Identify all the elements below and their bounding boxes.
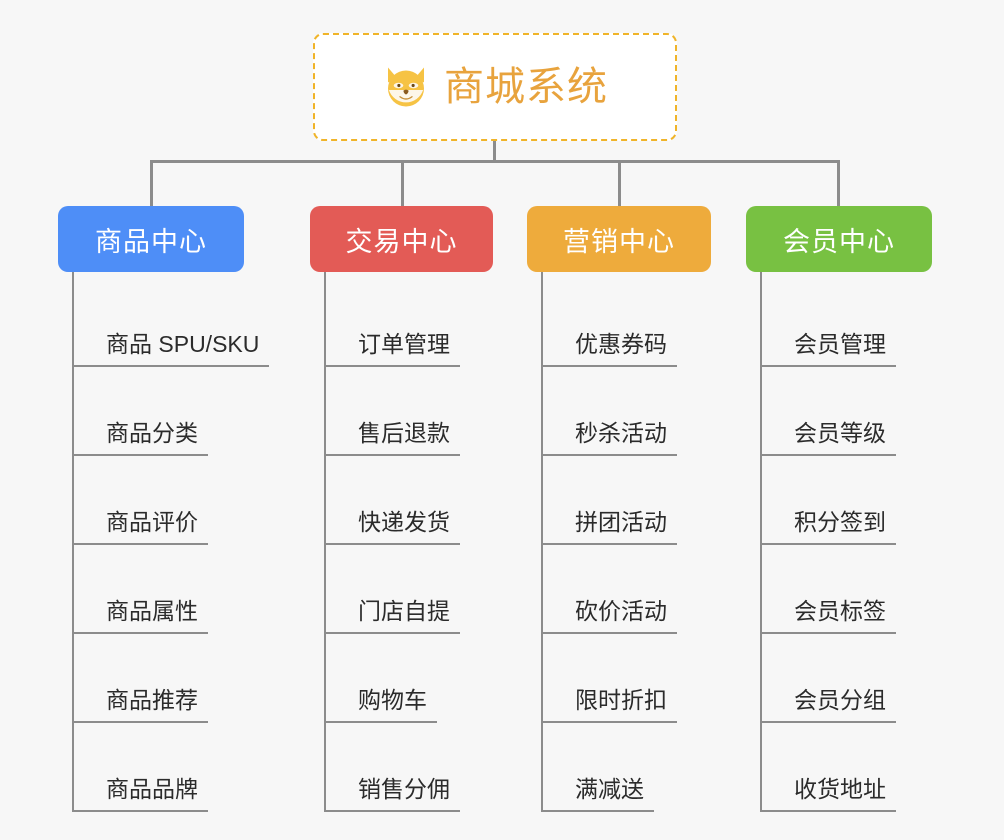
branch-body-member-center: 会员管理 会员等级 积分签到 会员标签 会员分组 收货地址 [760, 272, 932, 812]
branch-header-product-center[interactable]: 商品中心 [58, 206, 244, 272]
branch-header-label: 商品中心 [95, 226, 207, 257]
list-item[interactable]: 快递发货 [324, 456, 493, 545]
leaf-label: 商品 SPU/SKU [72, 331, 270, 367]
leaf-label: 限时折扣 [541, 687, 677, 723]
leaf-label: 秒杀活动 [541, 420, 677, 456]
list-item[interactable]: 砍价活动 [541, 545, 711, 634]
leaf-label: 商品属性 [72, 598, 208, 634]
list-item[interactable]: 会员管理 [760, 278, 932, 367]
leaf-label: 砍价活动 [541, 598, 677, 634]
branch-header-marketing-center[interactable]: 营销中心 [527, 206, 711, 272]
list-item[interactable]: 购物车 [324, 634, 493, 723]
leaf-label: 会员等级 [760, 420, 896, 456]
list-item[interactable]: 商品品牌 [72, 723, 244, 812]
leaf-label: 门店自提 [324, 598, 460, 634]
leaf-label: 订单管理 [324, 331, 460, 367]
list-item[interactable]: 积分签到 [760, 456, 932, 545]
list-item[interactable]: 秒杀活动 [541, 367, 711, 456]
list-item[interactable]: 商品推荐 [72, 634, 244, 723]
connector-horizontal-bus [150, 160, 840, 163]
list-item[interactable]: 满减送 [541, 723, 711, 812]
branch-body-trade-center: 订单管理 售后退款 快递发货 门店自提 购物车 销售分佣 [324, 272, 493, 812]
branch-header-label: 交易中心 [345, 226, 458, 257]
leaf-label: 会员管理 [760, 331, 896, 367]
list-item[interactable]: 销售分佣 [324, 723, 493, 812]
list-item[interactable]: 商品属性 [72, 545, 244, 634]
branch-body-marketing-center: 优惠券码 秒杀活动 拼团活动 砍价活动 限时折扣 满减送 [541, 272, 711, 812]
leaf-label: 会员分组 [760, 687, 896, 723]
leaf-label: 商品推荐 [72, 687, 208, 723]
list-item[interactable]: 优惠券码 [541, 278, 711, 367]
leaf-label: 销售分佣 [324, 776, 460, 812]
leaf-label: 满减送 [541, 776, 654, 812]
list-item[interactable]: 门店自提 [324, 545, 493, 634]
leaf-label: 积分签到 [760, 509, 896, 545]
list-item[interactable]: 限时折扣 [541, 634, 711, 723]
branch-column-marketing-center: 营销中心 优惠券码 秒杀活动 拼团活动 砍价活动 限时折扣 满减送 [527, 206, 711, 812]
root-node[interactable]: 商城系统 [313, 33, 677, 141]
connector-drop-4 [837, 160, 840, 208]
list-item[interactable]: 收货地址 [760, 723, 932, 812]
connector-drop-2 [401, 160, 404, 208]
leaf-label: 快递发货 [324, 509, 460, 545]
list-item[interactable]: 拼团活动 [541, 456, 711, 545]
list-item[interactable]: 订单管理 [324, 278, 493, 367]
branch-column-product-center: 商品中心 商品 SPU/SKU 商品分类 商品评价 商品属性 商品推荐 商品品牌 [58, 206, 270, 812]
dog-face-icon [388, 67, 424, 108]
branch-header-label: 营销中心 [563, 226, 675, 257]
leaf-label: 收货地址 [760, 776, 896, 812]
list-item[interactable]: 商品分类 [72, 367, 244, 456]
leaf-label: 商品品牌 [72, 776, 208, 812]
leaf-label: 售后退款 [324, 420, 460, 456]
list-item[interactable]: 商品评价 [72, 456, 244, 545]
branch-header-member-center[interactable]: 会员中心 [746, 206, 932, 272]
list-item[interactable]: 售后退款 [324, 367, 493, 456]
branch-column-trade-center: 交易中心 订单管理 售后退款 快递发货 门店自提 购物车 销售分佣 [310, 206, 493, 812]
list-item[interactable]: 会员分组 [760, 634, 932, 723]
branch-header-label: 会员中心 [783, 226, 895, 257]
leaf-label: 会员标签 [760, 598, 896, 634]
leaf-label: 拼团活动 [541, 509, 677, 545]
leaf-label: 商品评价 [72, 509, 208, 545]
list-item[interactable]: 商品 SPU/SKU [72, 278, 270, 367]
leaf-label: 优惠券码 [541, 331, 677, 367]
branch-body-product-center: 商品 SPU/SKU 商品分类 商品评价 商品属性 商品推荐 商品品牌 [72, 272, 270, 812]
leaf-label: 购物车 [324, 687, 437, 723]
list-item[interactable]: 会员等级 [760, 367, 932, 456]
leaf-label: 商品分类 [72, 420, 208, 456]
connector-drop-3 [618, 160, 621, 208]
list-item[interactable]: 会员标签 [760, 545, 932, 634]
connector-root-stem [493, 141, 496, 162]
branch-header-trade-center[interactable]: 交易中心 [310, 206, 493, 272]
connector-drop-1 [150, 160, 153, 208]
branch-column-member-center: 会员中心 会员管理 会员等级 积分签到 会员标签 会员分组 收货地址 [746, 206, 932, 812]
root-title: 商城系统 [444, 65, 608, 109]
